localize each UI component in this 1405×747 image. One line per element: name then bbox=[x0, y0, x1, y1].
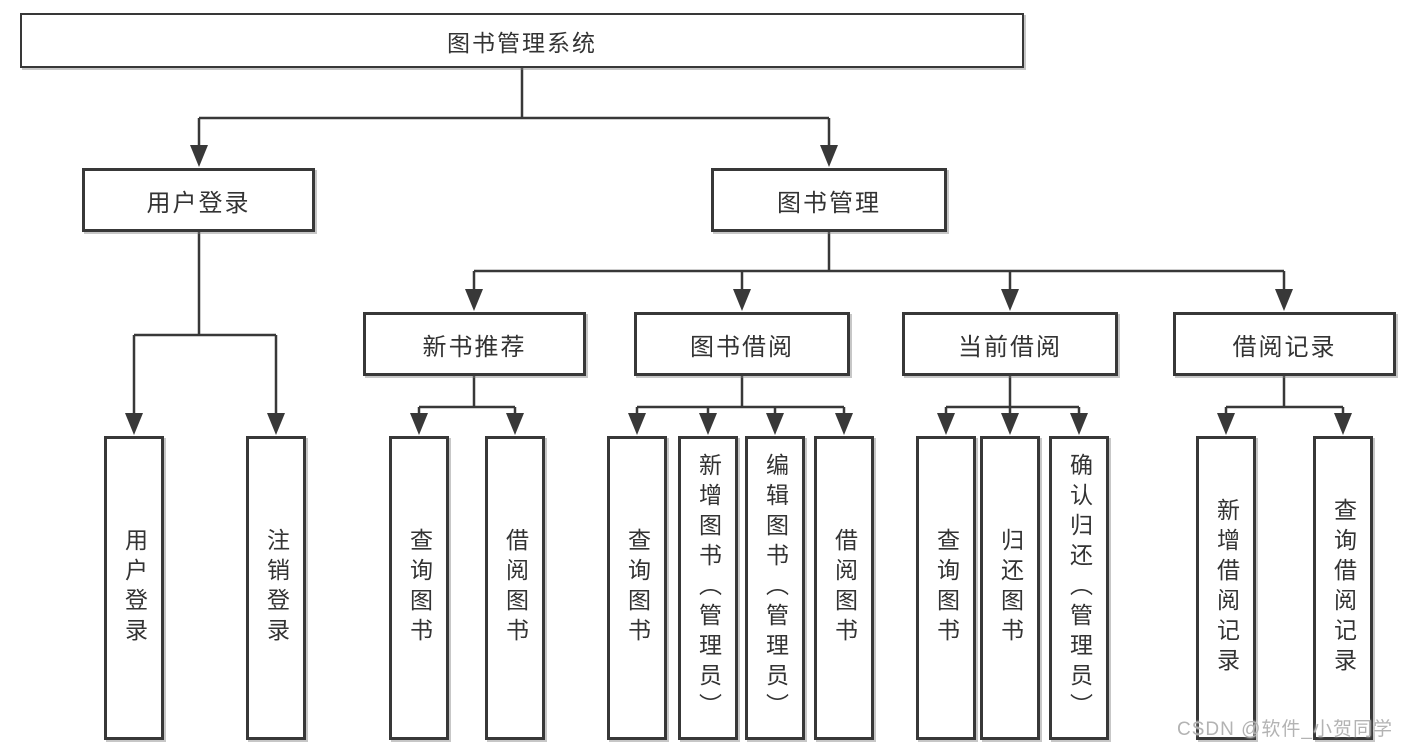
node-book-borrowing: 图书借阅 bbox=[634, 312, 850, 376]
leaf-cb-query-books-label: 查询图书 bbox=[933, 528, 960, 648]
leaf-nbr-query-books-label: 查询图书 bbox=[406, 528, 433, 648]
leaf-bb-borrow-books: 借阅图书 bbox=[814, 436, 874, 740]
arrow-heads bbox=[125, 145, 1352, 435]
leaf-bb-query-books-label: 查询图书 bbox=[624, 528, 651, 648]
leaf-br-query-record: 查询借阅记录 bbox=[1313, 436, 1373, 740]
leaf-logout-label: 注销登录 bbox=[263, 528, 290, 648]
node-new-book-recommendation: 新书推荐 bbox=[363, 312, 586, 376]
leaf-bb-add-books-admin: 新增图书（管理员） bbox=[678, 436, 738, 740]
node-user-login: 用户登录 bbox=[82, 168, 315, 232]
leaf-br-add-record-label: 新增借阅记录 bbox=[1213, 498, 1240, 678]
node-borrowing-records: 借阅记录 bbox=[1173, 312, 1396, 376]
leaf-cb-confirm-return-admin-label: 确认归还（管理员） bbox=[1066, 453, 1093, 723]
leaf-cb-return-books: 归还图书 bbox=[980, 436, 1040, 740]
leaf-bb-edit-books-admin: 编辑图书（管理员） bbox=[745, 436, 805, 740]
leaf-user-login: 用户登录 bbox=[104, 436, 164, 740]
csdn-watermark: CSDN @软件_小贺同学 bbox=[1177, 719, 1393, 740]
leaf-nbr-borrow-books: 借阅图书 bbox=[485, 436, 545, 740]
node-current-borrowing: 当前借阅 bbox=[902, 312, 1118, 376]
leaf-cb-query-books: 查询图书 bbox=[916, 436, 976, 740]
leaf-bb-query-books: 查询图书 bbox=[607, 436, 667, 740]
leaf-cb-return-books-label: 归还图书 bbox=[997, 528, 1024, 648]
connector-segments bbox=[132, 67, 1345, 416]
leaf-nbr-borrow-books-label: 借阅图书 bbox=[502, 528, 529, 648]
leaf-user-login-label: 用户登录 bbox=[121, 528, 148, 648]
leaf-br-query-record-label: 查询借阅记录 bbox=[1330, 498, 1357, 678]
leaf-cb-confirm-return-admin: 确认归还（管理员） bbox=[1049, 436, 1109, 740]
leaf-br-add-record: 新增借阅记录 bbox=[1196, 436, 1256, 740]
leaf-bb-edit-books-admin-label: 编辑图书（管理员） bbox=[762, 453, 789, 723]
node-book-management-system: 图书管理系统 bbox=[20, 13, 1024, 68]
leaf-logout: 注销登录 bbox=[246, 436, 306, 740]
leaf-nbr-query-books: 查询图书 bbox=[389, 436, 449, 740]
leaf-bb-add-books-admin-label: 新增图书（管理员） bbox=[695, 453, 722, 723]
node-book-management: 图书管理 bbox=[711, 168, 947, 232]
leaf-bb-borrow-books-label: 借阅图书 bbox=[831, 528, 858, 648]
